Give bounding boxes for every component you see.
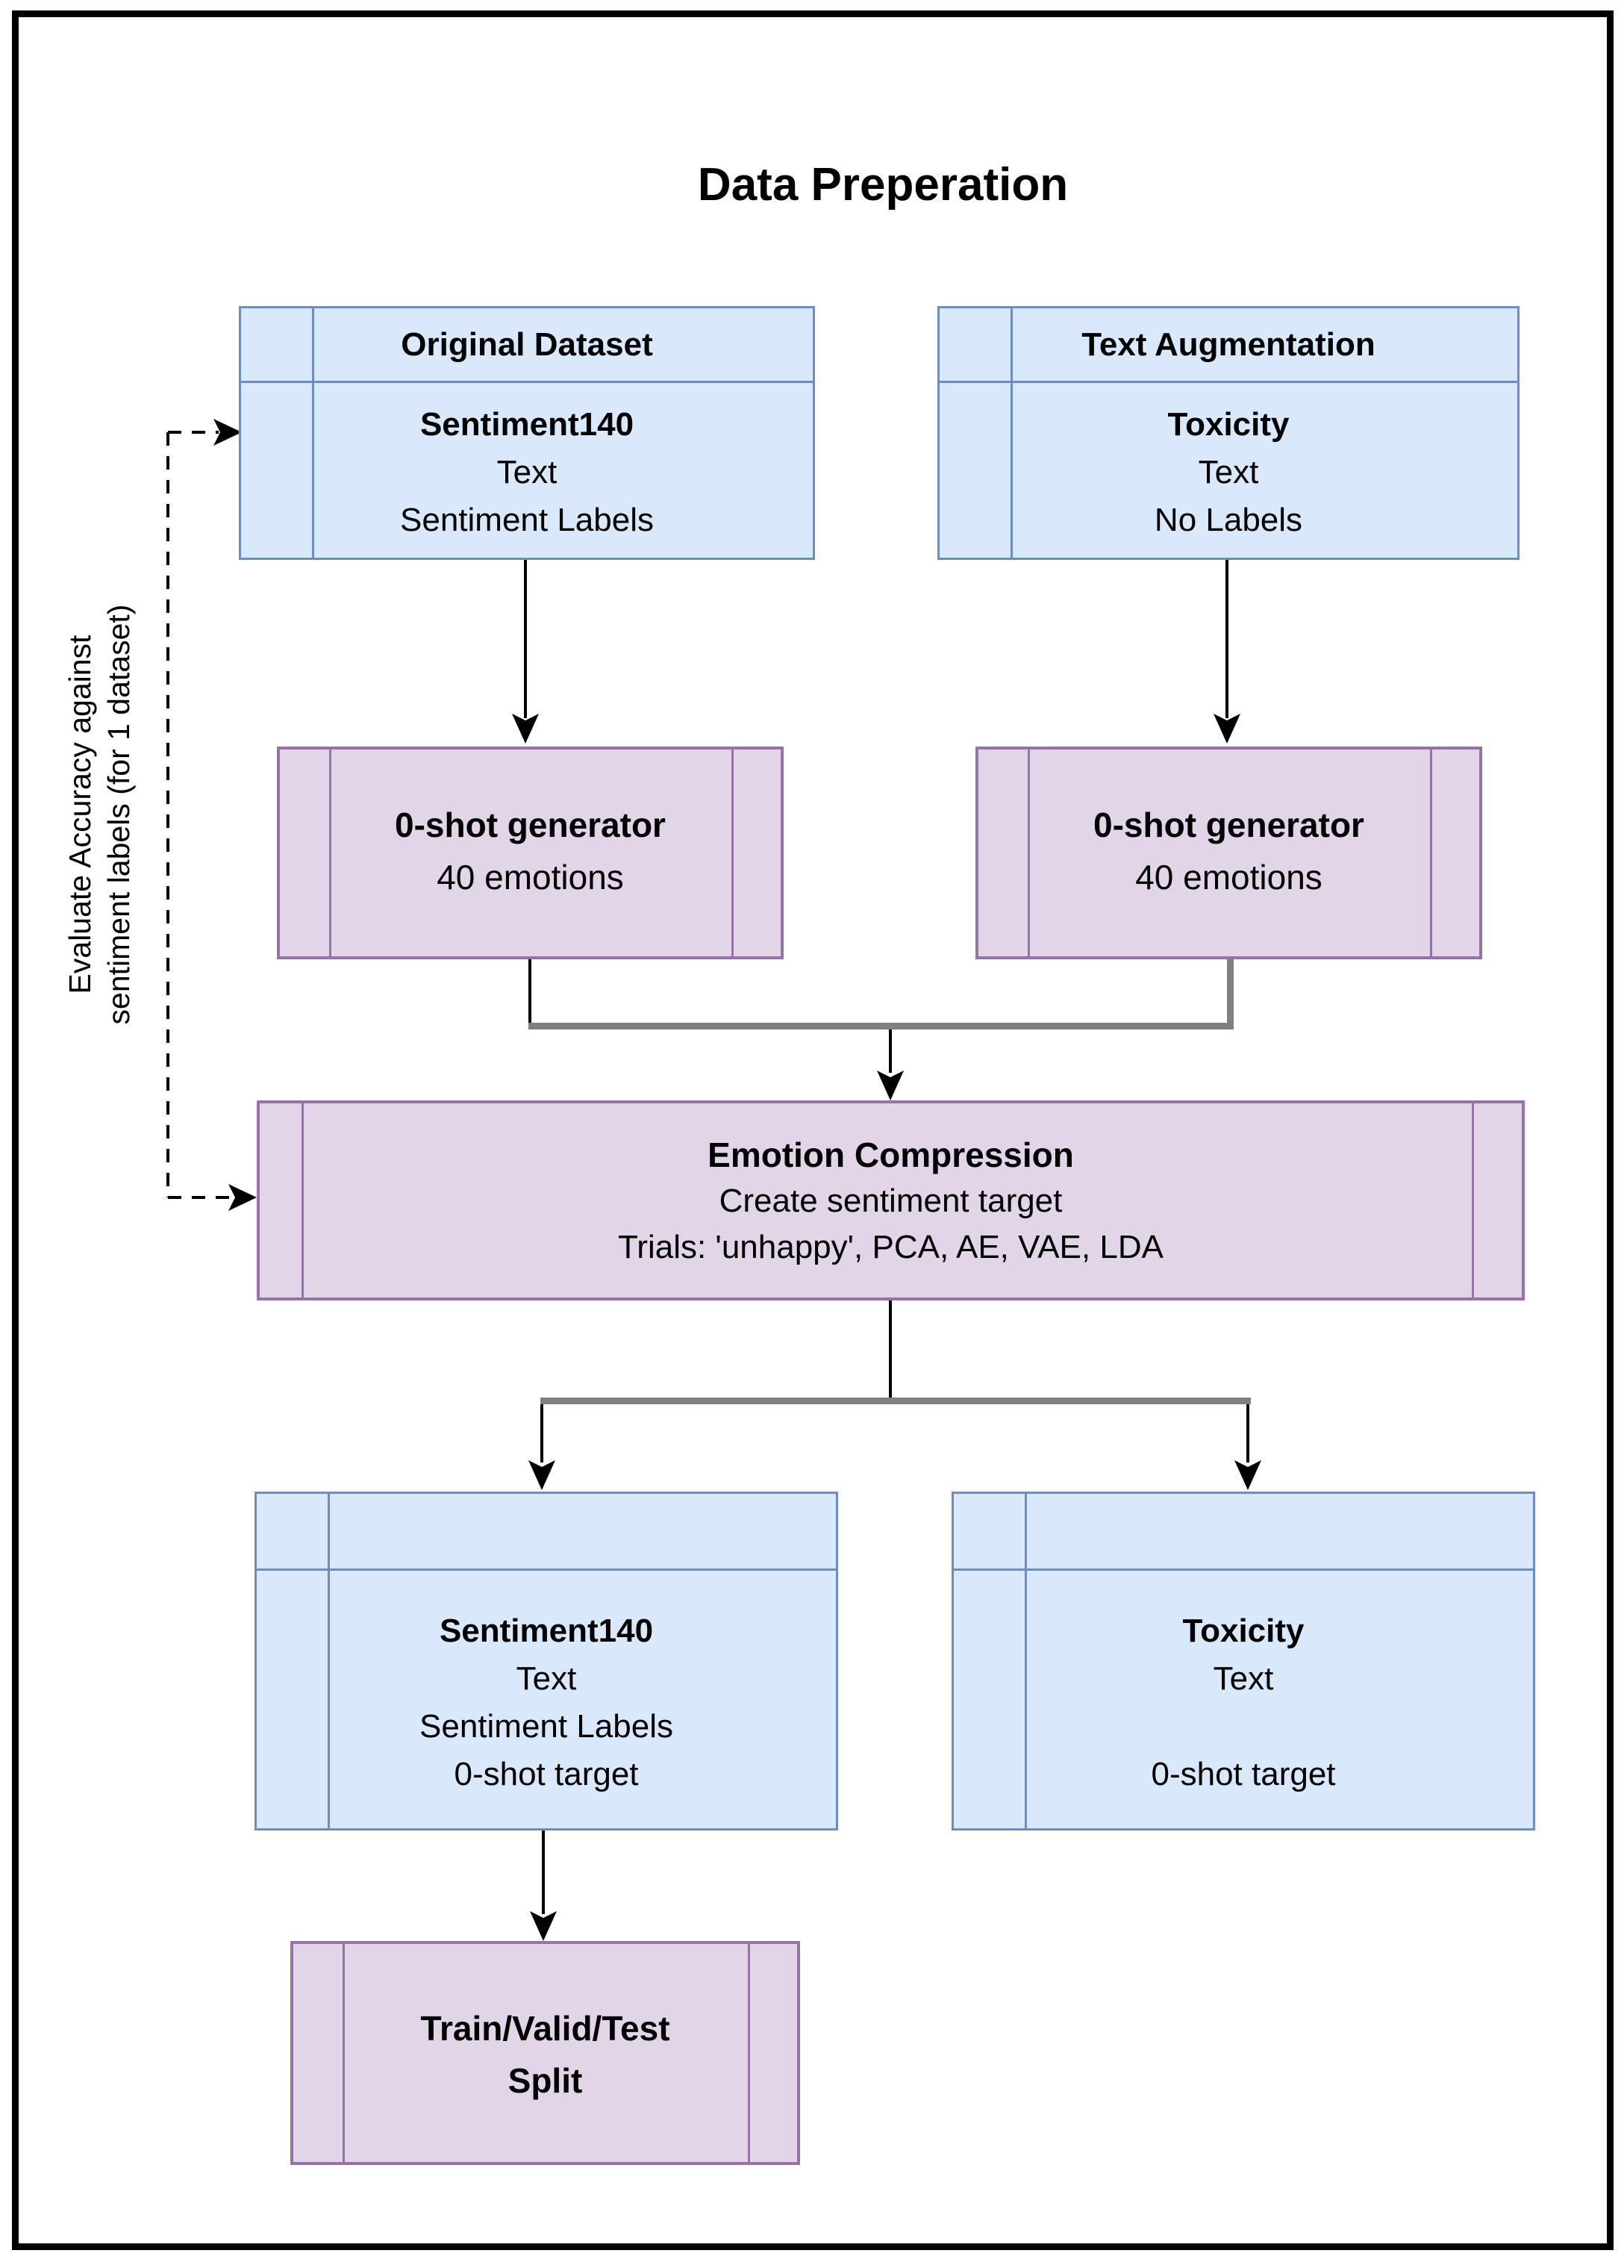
text-augmentation-box: Text Augmentation Toxicity Text No Label…	[937, 306, 1520, 560]
generator-left-line1: 0-shot generator	[395, 806, 666, 844]
text-augmentation-line2: Text	[1198, 454, 1259, 490]
toxicity-output-line4: 0-shot target	[1151, 1756, 1336, 1792]
toxicity-output-line3	[954, 1703, 1533, 1751]
arrow-sentiment-to-split-line	[542, 1831, 545, 1914]
original-dataset-box: Original Dataset Sentiment140 Text Senti…	[239, 306, 815, 560]
arrow-split-to-toxicity-line	[1246, 1404, 1249, 1462]
arrow-augmentation-to-generator-line	[1225, 560, 1228, 718]
original-dataset-line1: Sentiment140	[419, 406, 634, 443]
sentiment140-output-line4: 0-shot target	[454, 1756, 639, 1792]
split-drop-line	[889, 1300, 892, 1402]
generator-right-bar-divider-left	[1028, 750, 1030, 956]
toxicity-output-line2: Text	[1213, 1660, 1274, 1697]
outer-frame	[12, 10, 1614, 2250]
generator-left-bar-divider-right	[731, 750, 734, 956]
dashed-feedback-line-to-emotion-compression	[168, 1196, 231, 1199]
toxicity-output-line1: Toxicity	[1182, 1613, 1305, 1649]
sentiment140-output-line1: Sentiment140	[439, 1613, 654, 1649]
sentiment140-output-line2: Text	[516, 1660, 577, 1697]
evaluation-annotation-line1: Evaluate Accuracy against	[63, 635, 97, 994]
emotion-compression-line2: Create sentiment target	[719, 1183, 1063, 1219]
original-dataset-line3: Sentiment Labels	[400, 502, 654, 538]
dashed-feedback-line-vertical	[166, 432, 169, 1197]
sentiment140-output-box: Sentiment140 Text Sentiment Labels 0-sho…	[254, 1492, 838, 1831]
emotion-compression-line3: Trials: 'unhappy', PCA, AE, VAE, LDA	[618, 1229, 1164, 1265]
text-augmentation-line3: No Labels	[1154, 502, 1303, 538]
split-horizontal-bar	[540, 1398, 1251, 1404]
split-bar-divider-right	[748, 1944, 750, 2162]
emotion-compression-line1: Emotion Compression	[708, 1135, 1074, 1174]
arrow-original-to-generator-line	[524, 560, 527, 718]
toxicity-output-column-divider	[1025, 1494, 1027, 1828]
toxicity-output-box: Toxicity Text 0-shot target	[952, 1492, 1535, 1831]
arrow-split-to-sentiment-line	[540, 1404, 543, 1462]
dashed-arrowhead-right-bottom-icon	[228, 1183, 257, 1212]
split-line1: Train/Valid/Test	[420, 2009, 670, 2048]
sentiment140-output-line3: Sentiment Labels	[419, 1708, 673, 1745]
emotion-compression-bar-divider-right	[1472, 1103, 1474, 1297]
generator-right-line1: 0-shot generator	[1093, 806, 1364, 844]
diagram-title: Data Preperation	[697, 159, 1069, 211]
split-bar-divider-left	[343, 1944, 345, 2162]
dashed-feedback-line-to-original-dataset	[168, 431, 219, 434]
train-valid-test-split-box: Train/Valid/Test Split	[290, 1941, 800, 2165]
arrow-merge-to-emotion-head-icon	[875, 1071, 905, 1100]
emotion-compression-box: Emotion Compression Create sentiment tar…	[257, 1100, 1525, 1300]
original-dataset-header-divider	[241, 381, 813, 383]
toxicity-output-header-divider	[954, 1568, 1533, 1571]
arrow-split-to-toxicity-head-icon	[1233, 1460, 1263, 1490]
evaluation-annotation: Evaluate Accuracy against sentiment labe…	[60, 493, 138, 1135]
original-dataset-column-divider	[312, 308, 314, 558]
generator-right-bar-divider-right	[1430, 750, 1432, 956]
split-line2: Split	[508, 2061, 583, 2100]
merge-left-drop-line	[528, 959, 531, 1027]
generator-left-line2: 40 emotions	[437, 858, 624, 897]
arrow-split-to-sentiment-head-icon	[527, 1460, 557, 1490]
evaluation-annotation-line2: sentiment labels (for 1 dataset)	[102, 604, 136, 1025]
original-dataset-header: Original Dataset	[401, 326, 653, 363]
merge-right-drop-line	[1227, 959, 1234, 1027]
arrow-sentiment-to-split-head-icon	[528, 1911, 558, 1941]
original-dataset-line2: Text	[496, 454, 558, 490]
merge-horizontal-bar	[528, 1023, 1234, 1029]
zero-shot-generator-left-box: 0-shot generator 40 emotions	[277, 747, 784, 959]
sentiment140-output-header-divider	[257, 1568, 836, 1571]
generator-right-line2: 40 emotions	[1135, 858, 1322, 897]
zero-shot-generator-right-box: 0-shot generator 40 emotions	[975, 747, 1482, 959]
arrow-augmentation-to-generator-head-icon	[1212, 714, 1242, 744]
sentiment140-output-column-divider	[328, 1494, 330, 1828]
arrow-original-to-generator-head-icon	[510, 714, 540, 744]
text-augmentation-column-divider	[1011, 308, 1013, 558]
generator-left-bar-divider-left	[329, 750, 331, 956]
text-augmentation-line1: Toxicity	[1167, 406, 1290, 443]
emotion-compression-bar-divider-left	[302, 1103, 304, 1297]
dashed-arrowhead-right-top-icon	[213, 417, 242, 447]
text-augmentation-header: Text Augmentation	[1081, 326, 1375, 363]
arrow-merge-to-emotion-line	[889, 1029, 892, 1073]
text-augmentation-header-divider	[940, 381, 1517, 383]
